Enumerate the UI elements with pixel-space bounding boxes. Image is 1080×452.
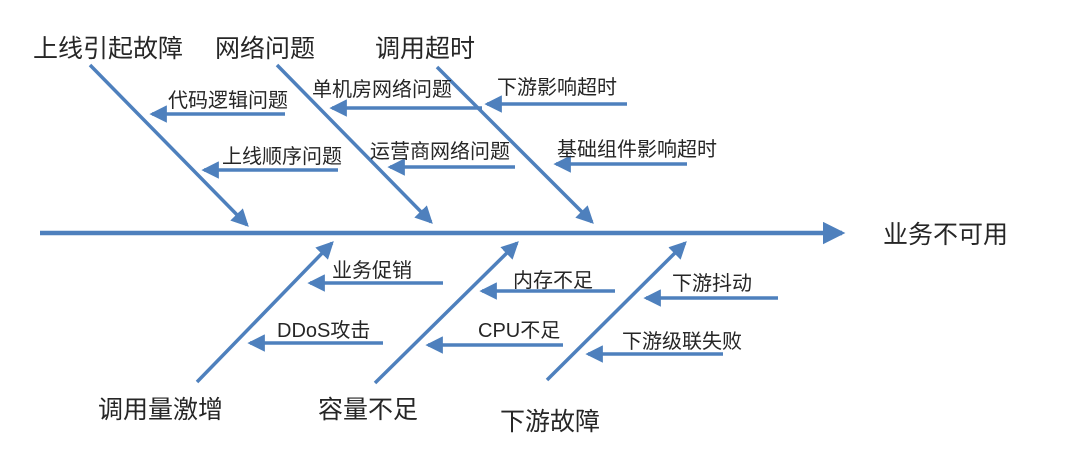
cause-label-deploy-order: 上线顺序问题: [222, 145, 342, 168]
cause-label-idc-network: 单机房网络问题: [312, 78, 452, 101]
branch-line-capacity-shortage: [373, 241, 519, 385]
cause-label-cpu: CPU不足: [478, 320, 560, 342]
cause-label-downstream-jitter: 下游抖动: [672, 272, 752, 295]
cause-label-downstream-timeout: 下游影响超时: [497, 76, 617, 99]
cause-label-promotion: 业务促销: [332, 259, 412, 282]
category-label-call-timeout: 调用超时: [375, 35, 475, 63]
cause-label-ddos: DDoS攻击: [277, 319, 370, 342]
category-label-network-problem: 网络问题: [215, 35, 315, 63]
cause-label-code-logic: 代码逻辑问题: [168, 89, 288, 112]
branch-line-call-timeout: [435, 65, 594, 224]
effect-label: 业务不可用: [883, 221, 1008, 249]
cause-label-isp-network: 运营商网络问题: [370, 140, 510, 163]
category-label-capacity-shortage: 容量不足: [318, 396, 418, 424]
branch-line-deploy-failure: [88, 63, 249, 227]
category-label-downstream-failure: 下游故障: [500, 408, 600, 436]
category-label-traffic-surge: 调用量激增: [98, 396, 223, 424]
cause-label-cascade-failure: 下游级联失败: [622, 330, 742, 353]
branch-line-traffic-surge: [195, 241, 334, 384]
branch-line-network-problem: [275, 63, 433, 224]
cause-label-component-timeout: 基础组件影响超时: [557, 138, 717, 161]
cause-label-memory: 内存不足: [513, 269, 593, 292]
branch-line-downstream-failure: [545, 241, 687, 382]
category-label-deploy-failure: 上线引起故障: [33, 35, 183, 63]
